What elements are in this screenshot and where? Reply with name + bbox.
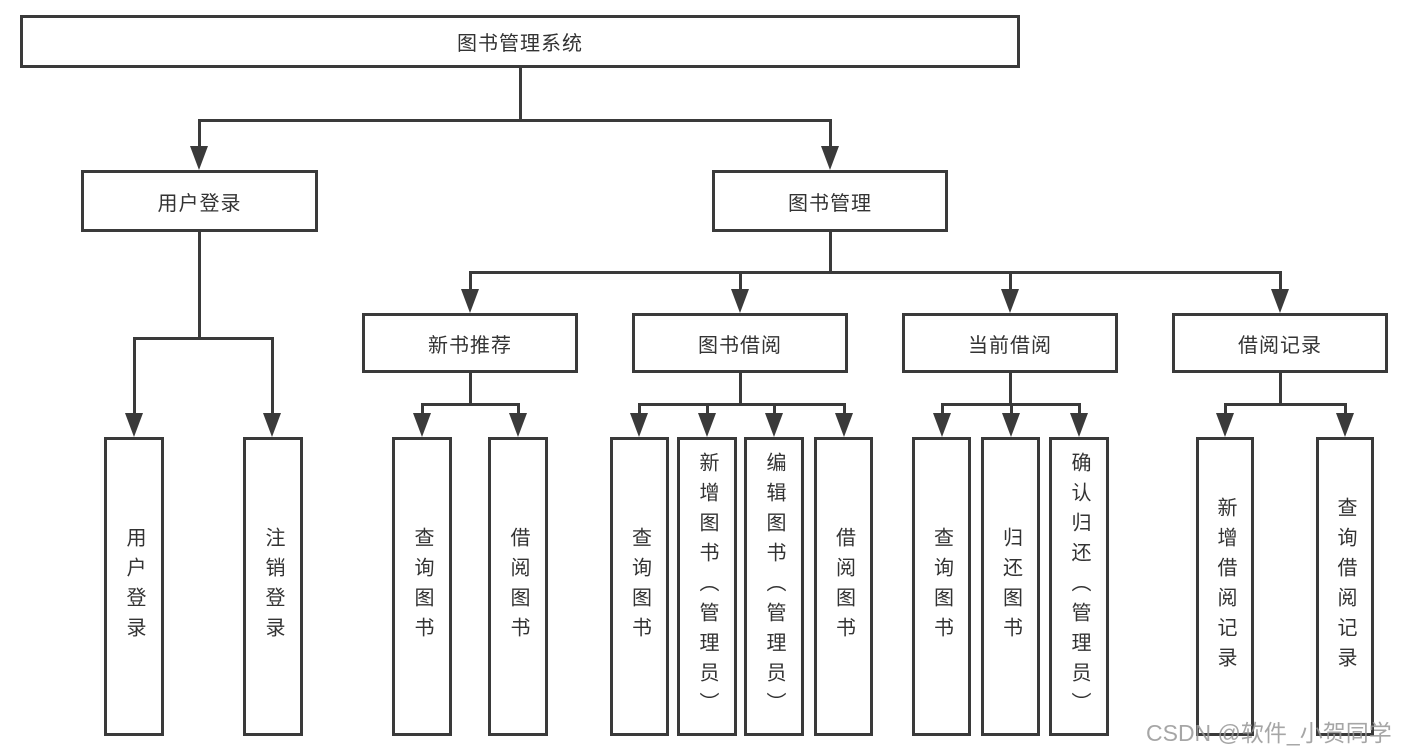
leaf-cb-return-books-label: 归还图书	[999, 526, 1022, 647]
leaf-cb-return-books: 归还图书	[981, 437, 1040, 736]
connector-book-mgmt-down	[829, 232, 832, 272]
leaf-bb-add-books-admin-label: 新增图书（管理员）	[696, 451, 718, 722]
csdn-watermark: CSDN @软件_小贺同学	[1146, 720, 1392, 746]
leaf-user-login-label: 用户登录	[123, 526, 145, 647]
arrow-to-cb-return	[1002, 413, 1020, 437]
leaf-bb-borrow-books: 借阅图书	[814, 437, 873, 736]
arrow-to-book-mgmt	[821, 146, 839, 170]
connector-newbook-hbar	[421, 403, 520, 406]
connector-leaf-login-stem	[133, 337, 136, 415]
connector-borrow-down	[739, 373, 742, 405]
node-new-book-recommend: 新书推荐	[362, 313, 578, 373]
arrow-to-bb-query	[630, 413, 648, 437]
connector-records-hbar	[1224, 403, 1346, 406]
connector-bb-edit-stem	[773, 403, 776, 415]
arrow-to-nb-query	[413, 413, 431, 437]
arrow-to-bb-add	[698, 413, 716, 437]
leaf-logout: 注销登录	[243, 437, 303, 736]
connector-current-down	[1009, 373, 1012, 405]
arrow-to-bb-edit	[765, 413, 783, 437]
arrow-to-bb-borrow	[835, 413, 853, 437]
arrow-to-br-add	[1216, 413, 1234, 437]
node-user-login-label: 用户登录	[157, 192, 242, 215]
leaf-bb-query-books-label: 查询图书	[628, 526, 651, 647]
leaf-cb-query-books: 查询图书	[912, 437, 971, 736]
leaf-nb-query-books-label: 查询图书	[411, 526, 433, 647]
arrow-to-leaf-logout	[263, 413, 281, 437]
connector-borrow-hbar	[638, 403, 846, 406]
connector-newbook-stem	[469, 271, 472, 291]
leaf-cb-confirm-return-admin: 确认归还（管理员）	[1049, 437, 1109, 736]
node-user-login: 用户登录	[81, 170, 318, 232]
connector-root-hbar	[198, 119, 832, 122]
leaf-bb-edit-books-admin-label: 编辑图书（管理员）	[763, 451, 785, 722]
arrow-to-borrow	[731, 289, 749, 313]
connector-br-add-stem	[1224, 403, 1227, 415]
arrow-to-cb-query	[933, 413, 951, 437]
node-book-borrow: 图书借阅	[632, 313, 848, 373]
connector-nb-query-stem	[421, 403, 424, 415]
connector-bb-query-stem	[638, 403, 641, 415]
leaf-nb-query-books: 查询图书	[392, 437, 452, 736]
connector-nb-borrow-stem	[517, 403, 520, 415]
node-book-management-label: 图书管理	[788, 192, 872, 215]
leaf-nb-borrow-books-label: 借阅图书	[507, 526, 529, 647]
node-borrow-records: 借阅记录	[1172, 313, 1388, 373]
node-current-borrow: 当前借阅	[902, 313, 1118, 373]
connector-cb-confirm-stem	[1078, 403, 1081, 415]
leaf-br-add-record: 新增借阅记录	[1196, 437, 1254, 736]
arrow-to-current	[1001, 289, 1019, 313]
connector-book-mgmt-hbar	[469, 271, 1281, 274]
arrow-to-user-login	[190, 146, 208, 170]
connector-bb-borrow-stem	[843, 403, 846, 415]
leaf-user-login: 用户登录	[104, 437, 164, 736]
connector-current-stem	[1009, 271, 1012, 291]
leaf-bb-query-books: 查询图书	[610, 437, 669, 736]
node-current-borrow-label: 当前借阅	[968, 334, 1052, 357]
leaf-nb-borrow-books: 借阅图书	[488, 437, 548, 736]
arrow-to-newbook	[461, 289, 479, 313]
leaf-cb-confirm-return-admin-label: 确认归还（管理员）	[1068, 451, 1090, 722]
arrow-to-nb-borrow	[509, 413, 527, 437]
connector-user-login-down	[198, 232, 201, 337]
node-book-management: 图书管理	[712, 170, 948, 232]
leaf-bb-borrow-books-label: 借阅图书	[832, 526, 855, 647]
connector-leaf-logout-stem	[271, 337, 274, 415]
connector-root-stem	[519, 68, 522, 121]
arrow-to-leaf-login	[125, 413, 143, 437]
connector-bb-add-stem	[706, 403, 709, 415]
connector-records-stem	[1279, 271, 1282, 291]
connector-newbook-down	[469, 373, 472, 405]
node-borrow-records-label: 借阅记录	[1238, 334, 1322, 357]
arrow-to-records	[1271, 289, 1289, 313]
leaf-br-add-record-label: 新增借阅记录	[1214, 496, 1236, 677]
connector-user-login-stem	[198, 119, 201, 150]
connector-book-mgmt-stem	[829, 119, 832, 150]
connector-records-down	[1279, 373, 1282, 405]
node-new-book-recommend-label: 新书推荐	[428, 334, 512, 357]
connector-user-login-hbar	[133, 337, 274, 340]
node-root-label: 图书管理系统	[457, 33, 583, 55]
leaf-cb-query-books-label: 查询图书	[930, 526, 953, 647]
node-book-borrow-label: 图书借阅	[698, 334, 782, 357]
leaf-bb-edit-books-admin: 编辑图书（管理员）	[744, 437, 804, 736]
connector-borrow-stem	[739, 271, 742, 291]
connector-cb-query-stem	[941, 403, 944, 415]
leaf-br-query-record-label: 查询借阅记录	[1334, 496, 1356, 677]
connector-br-query-stem	[1344, 403, 1347, 415]
leaf-br-query-record: 查询借阅记录	[1316, 437, 1374, 736]
connector-cb-return-stem	[1010, 403, 1013, 415]
arrow-to-br-query	[1336, 413, 1354, 437]
node-root-library-system: 图书管理系统	[20, 15, 1020, 68]
leaf-bb-add-books-admin: 新增图书（管理员）	[677, 437, 737, 736]
leaf-logout-label: 注销登录	[262, 526, 284, 647]
arrow-to-cb-confirm	[1070, 413, 1088, 437]
